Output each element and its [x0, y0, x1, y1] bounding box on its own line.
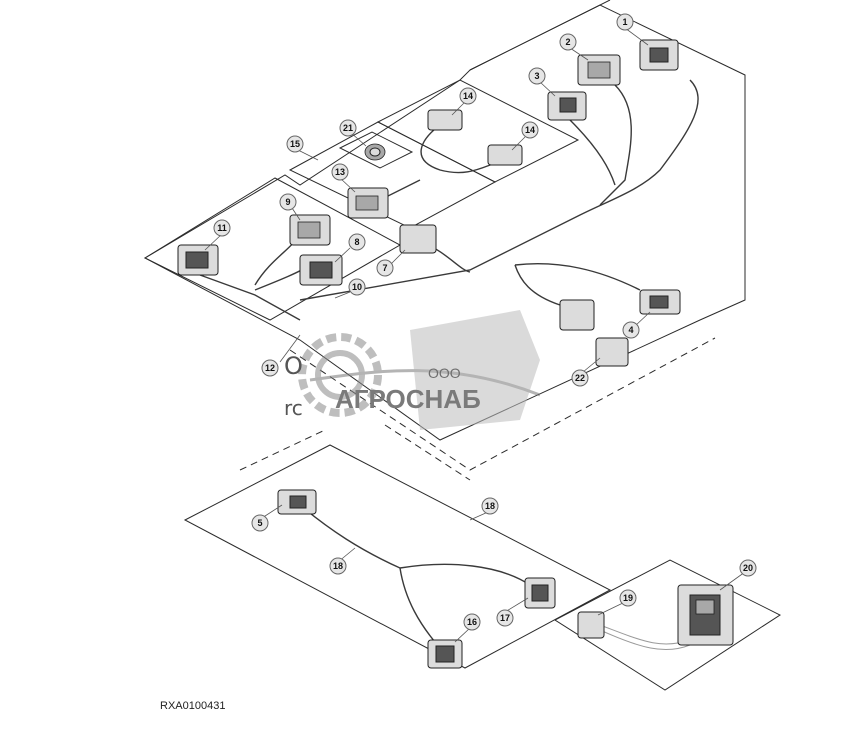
connector-7: [399, 224, 437, 254]
connector-14b: [487, 144, 523, 166]
callout-13: 13: [331, 163, 349, 181]
panel-15: [288, 121, 497, 229]
callout-5: 5: [251, 514, 269, 532]
svg-text:8: 8: [354, 237, 359, 247]
wire-11: [199, 274, 301, 321]
svg-text:5: 5: [257, 518, 262, 528]
connector-17: [524, 577, 556, 609]
upper-panel: [143, 4, 746, 441]
wire-19: [599, 624, 691, 651]
wire-3: [569, 119, 616, 186]
connector-4: [639, 289, 681, 315]
svg-text:3: 3: [534, 71, 539, 81]
wire-18b: [399, 567, 441, 649]
svg-text:17: 17: [500, 613, 510, 623]
connector-22: [595, 337, 629, 367]
callout-21: 21: [339, 119, 357, 137]
wire-4: [514, 263, 641, 291]
wire-22: [514, 264, 561, 306]
connector-3: [547, 91, 587, 121]
dashed-boundary-2: [239, 429, 326, 471]
watermark-logo: [298, 310, 541, 430]
panel-18: [183, 444, 612, 669]
callout-14a: 14: [459, 87, 477, 105]
panel-top-right: [469, 0, 611, 71]
callout-2: 2: [559, 33, 577, 51]
wire-main: [299, 79, 699, 301]
svg-text:1: 1: [622, 17, 627, 27]
dashed-boundary: [289, 337, 716, 471]
svg-text:13: 13: [335, 167, 345, 177]
callout-17: 17: [496, 609, 514, 627]
callout-19: 19: [619, 589, 637, 607]
callout-16: 16: [463, 613, 481, 631]
svg-text:15: 15: [290, 139, 300, 149]
connector-19: [577, 611, 605, 639]
svg-text:20: 20: [743, 563, 753, 573]
wire-18: [299, 504, 531, 586]
svg-text:18: 18: [333, 561, 343, 571]
svg-text:9: 9: [285, 197, 290, 207]
switch-20: [677, 584, 734, 646]
text-fragment-o: O: [284, 352, 303, 380]
svg-text:14: 14: [463, 91, 473, 101]
svg-text:21: 21: [343, 123, 353, 133]
svg-text:18: 18: [485, 501, 495, 511]
reference-code: RXA0100431: [160, 700, 226, 712]
connector-8: [299, 254, 343, 286]
svg-text:10: 10: [352, 282, 362, 292]
panel-19-20: [554, 559, 782, 691]
wire-14: [420, 124, 506, 174]
svg-text:11: 11: [217, 223, 227, 233]
callout-15: 15: [286, 135, 304, 153]
connector-22-pair: [559, 299, 595, 331]
watermark-name: АГРОСНАБ: [335, 384, 481, 414]
svg-text:16: 16: [467, 617, 477, 627]
dashed-boundary-3: [384, 424, 471, 481]
connector-11: [177, 244, 219, 276]
svg-text:14: 14: [525, 125, 535, 135]
connector-1: [639, 39, 679, 71]
text-fragment-rc: rc: [284, 396, 303, 420]
callout-10: 10: [348, 278, 366, 296]
connector-14a: [427, 109, 463, 131]
svg-text:7: 7: [382, 263, 387, 273]
wire-2: [599, 84, 632, 206]
connector-13: [347, 187, 389, 219]
callout-18b: 18: [329, 557, 347, 575]
callout-1: 1: [616, 13, 634, 31]
callout-11: 11: [213, 219, 231, 237]
connector-21: [364, 143, 386, 161]
callout-18a: 18: [481, 497, 499, 515]
callout-14b: 14: [521, 121, 539, 139]
connector-16: [427, 639, 463, 669]
callout-22: 22: [571, 369, 589, 387]
callout-20: 20: [739, 559, 757, 577]
callout-4: 4: [622, 321, 640, 339]
panel-21: [338, 131, 414, 169]
connector-5: [277, 489, 317, 515]
connector-9: [289, 214, 331, 246]
svg-text:4: 4: [628, 325, 633, 335]
callout-9: 9: [279, 193, 297, 211]
callout-8: 8: [348, 233, 366, 251]
svg-text:2: 2: [565, 37, 570, 47]
callout-12: 12: [261, 359, 279, 377]
watermark-prefix: ООО: [428, 365, 461, 381]
svg-text:19: 19: [623, 593, 633, 603]
connector-2: [577, 54, 621, 86]
callout-3: 3: [528, 67, 546, 85]
callout-7: 7: [376, 259, 394, 277]
svg-text:22: 22: [575, 373, 585, 383]
svg-text:12: 12: [265, 363, 275, 373]
